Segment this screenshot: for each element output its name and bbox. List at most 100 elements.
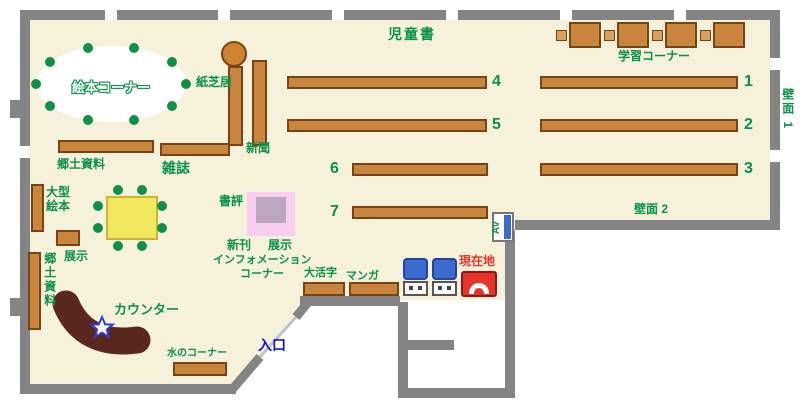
label-picture-book-corner: 絵本コーナー	[71, 80, 150, 95]
kamishibai-shelf	[228, 66, 243, 146]
wall-stub	[10, 298, 20, 316]
label-av: AV	[491, 220, 503, 235]
chair-dot	[167, 101, 177, 111]
wall-lower-edge	[300, 296, 400, 306]
shelf-number-6: 6	[330, 160, 339, 177]
study-chair	[556, 30, 567, 41]
label-water-corner: 水のコーナー	[167, 348, 227, 359]
large-picture-books-shelf	[31, 184, 44, 232]
current-location-fan-inner	[474, 288, 484, 294]
bookshelf-2	[540, 119, 738, 132]
search-terminal	[403, 258, 428, 280]
wall-bottom	[20, 384, 236, 394]
star-icon	[88, 314, 116, 340]
chair-dot	[113, 241, 123, 251]
shelf-number-2: 2	[744, 116, 753, 133]
chair-dot	[137, 241, 147, 251]
manga-shelf	[349, 282, 399, 296]
label-local-materials: 郷土資料	[57, 157, 106, 171]
bookshelf-3	[540, 163, 738, 176]
terminal-key-icon	[409, 286, 413, 290]
wall-top	[686, 10, 770, 20]
av-screen	[504, 215, 511, 239]
chair-dot	[129, 43, 139, 53]
study-chair	[700, 30, 711, 41]
current-location-fan-icon	[469, 283, 489, 294]
label-new-arrivals: 新刊	[227, 238, 252, 252]
wall-corridor-right	[505, 230, 515, 395]
wall-top	[572, 10, 674, 20]
shelf-number-1: 1	[744, 73, 753, 90]
label-exhibit-left: 展示	[64, 249, 89, 263]
search-terminal	[432, 258, 457, 280]
wall-corridor-bottom	[398, 388, 515, 398]
label-counter: カウンター	[114, 302, 180, 317]
label-wall-1: 壁面 1	[780, 88, 795, 131]
label-newspaper: 新聞	[246, 141, 271, 155]
chair-dot	[83, 115, 93, 125]
wall-corridor-stub	[408, 340, 454, 350]
local-materials-shelf	[58, 140, 154, 153]
terminal-key-icon	[438, 286, 442, 290]
study-chair	[652, 30, 663, 41]
wall-stub	[10, 100, 20, 118]
label-current-location: 現在地	[459, 254, 496, 268]
label-local-materials-vertical: 郷土資料	[42, 252, 57, 308]
label-manga: マンガ	[346, 270, 379, 282]
wall-right	[770, 162, 780, 230]
chair-dot	[157, 201, 167, 211]
wall-left	[20, 10, 30, 146]
wall-top	[117, 10, 218, 20]
label-information-corner: コーナー	[240, 268, 284, 280]
label-wall-2: 壁面 2	[634, 202, 669, 216]
local-materials-side-shelf	[28, 252, 41, 330]
bookshelf-4	[287, 76, 487, 89]
wall-top	[230, 10, 332, 20]
label-kamishibai: 紙芝居	[196, 75, 233, 89]
chair-dot	[129, 115, 139, 125]
entrance-door-line	[258, 315, 298, 359]
chair-dot	[167, 57, 177, 67]
bookshelf-7	[352, 206, 488, 219]
label-book-review: 書評	[219, 194, 244, 208]
reading-table	[106, 196, 158, 240]
wall-right	[770, 10, 780, 58]
chair-dot	[157, 223, 167, 233]
bookshelf-1	[540, 76, 738, 89]
label-large-picture-books: 大型絵本	[46, 185, 71, 213]
wall-right	[770, 70, 780, 150]
terminal-key-icon	[447, 286, 451, 290]
large-print-shelf	[303, 282, 345, 296]
magazines-shelf	[160, 143, 230, 156]
bookshelf-5	[287, 119, 487, 132]
shelf-number-4: 4	[492, 73, 501, 90]
label-large-print: 大活字	[304, 267, 337, 279]
terminal-key-icon	[418, 286, 422, 290]
chair-dot	[45, 101, 55, 111]
chair-dot	[181, 79, 191, 89]
chair-dot	[83, 43, 93, 53]
av-unit: AV	[491, 212, 514, 242]
chair-dot	[93, 223, 103, 233]
picture-book-corner-table	[36, 46, 186, 122]
wall-section	[515, 220, 770, 230]
study-chair	[604, 30, 615, 41]
label-entrance: 入口	[258, 337, 286, 353]
chair-dot	[31, 79, 41, 89]
wall-corridor-left	[398, 302, 408, 398]
chair-dot	[113, 185, 123, 195]
water-corner-shelf	[173, 362, 227, 376]
newspaper-shelf	[252, 60, 267, 146]
search-terminal-base	[432, 281, 457, 296]
label-children-books: 児童書	[388, 26, 436, 42]
label-magazines: 雑誌	[162, 160, 190, 176]
study-desk	[617, 22, 649, 48]
chair-dot	[45, 57, 55, 67]
chair-dot	[93, 201, 103, 211]
current-location-marker	[461, 271, 497, 297]
label-study-corner: 学習コーナー	[618, 49, 691, 63]
study-desk	[569, 22, 601, 48]
exhibit-stand	[56, 230, 80, 246]
display-table-top	[256, 197, 286, 223]
